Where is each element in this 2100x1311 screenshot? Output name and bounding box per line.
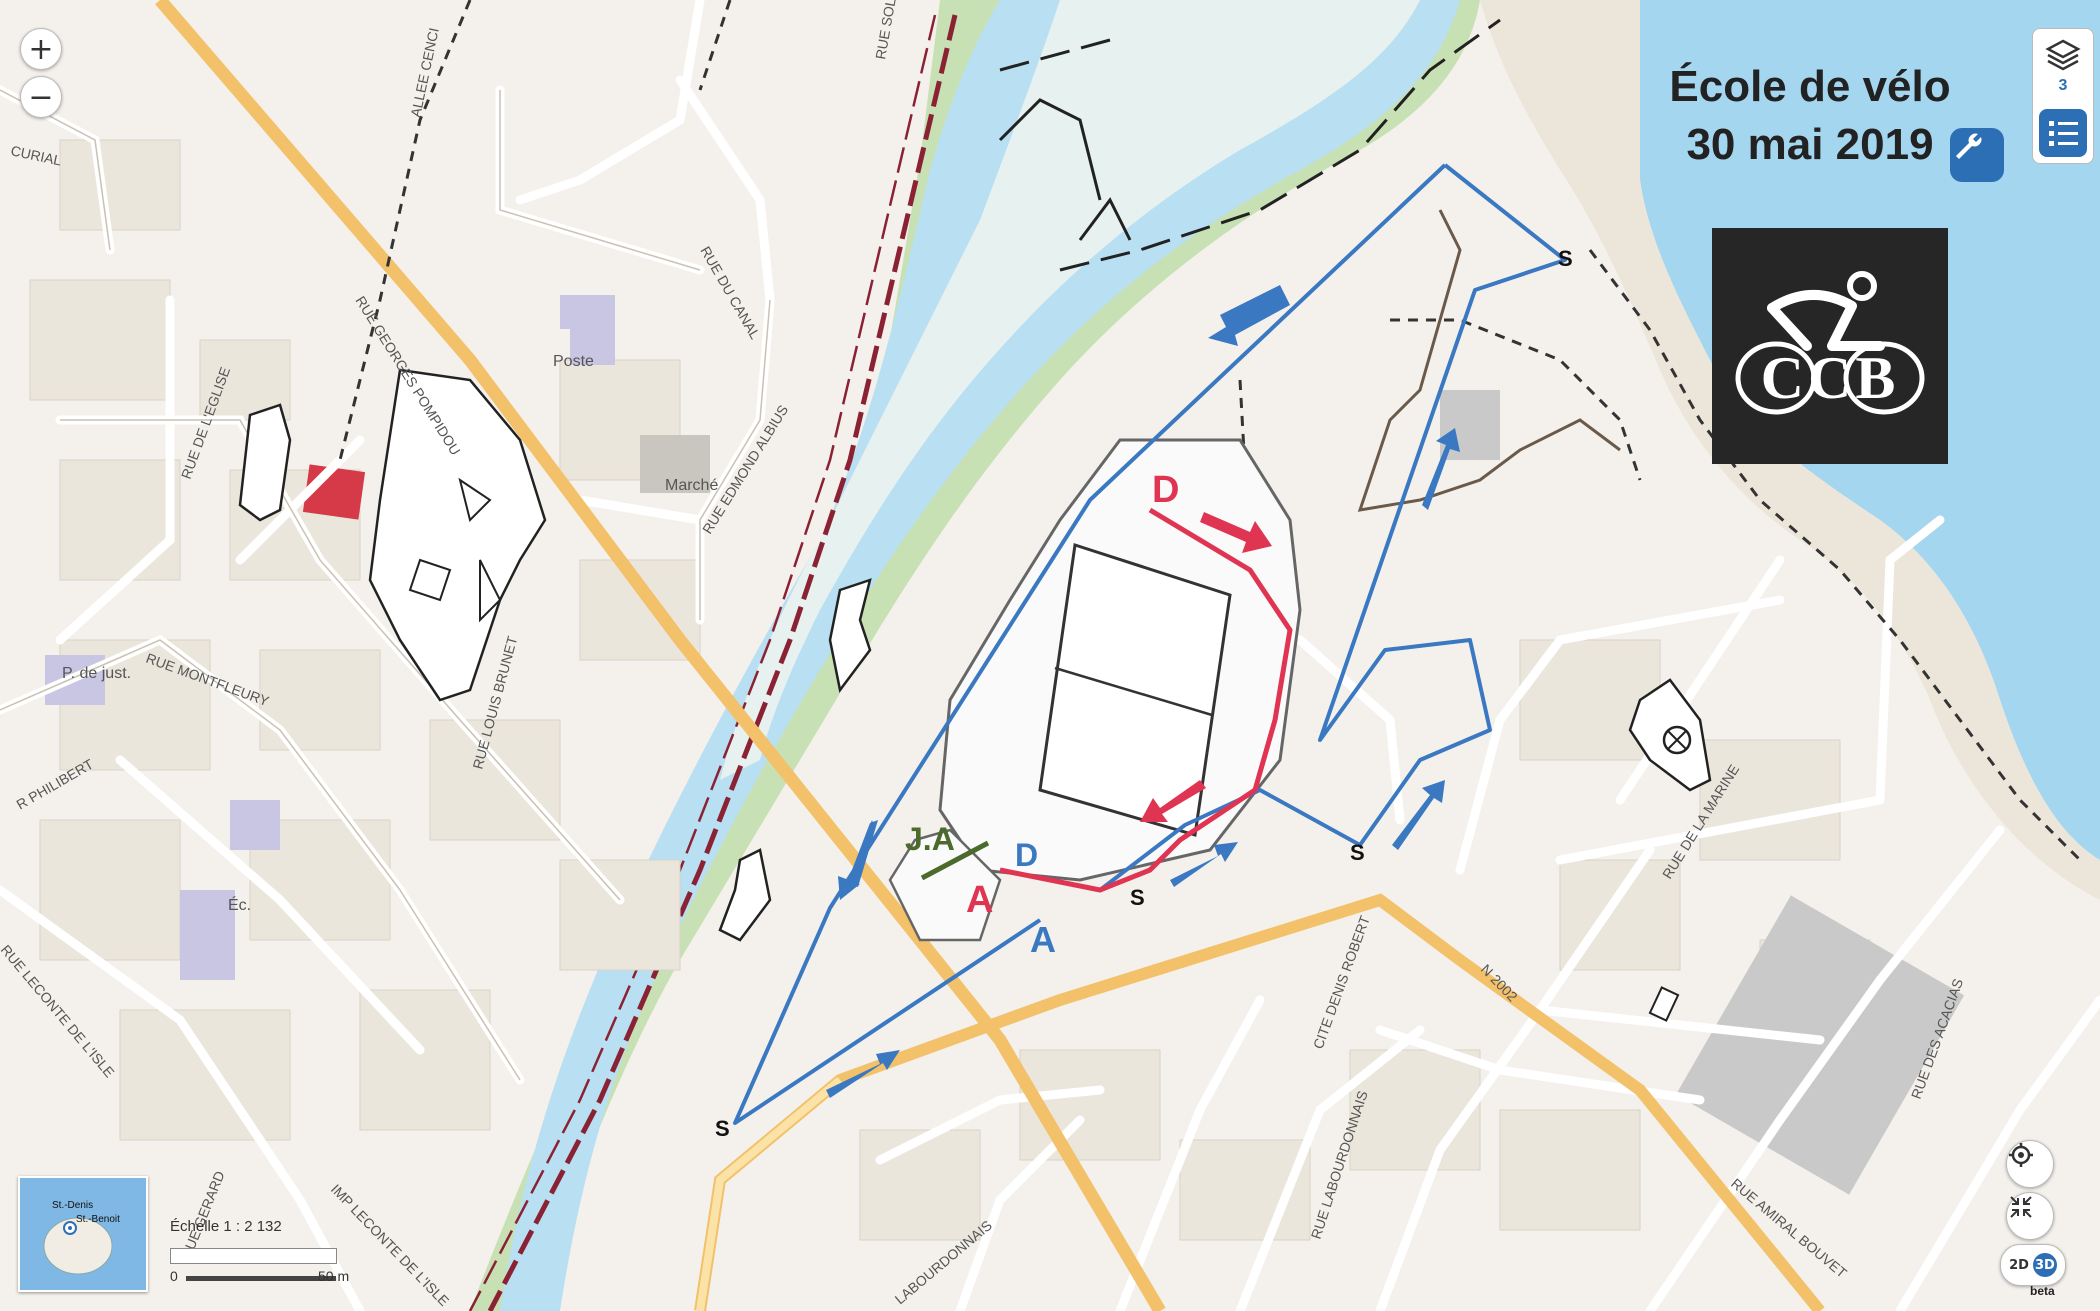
railway: [487, 14, 958, 1311]
minus-icon: −: [28, 79, 54, 115]
legend-list-button[interactable]: [2039, 109, 2087, 157]
street-curial: CURIAL: [9, 142, 63, 168]
logo-text: CCB: [1761, 345, 1900, 411]
brown-path: [1357, 209, 1621, 512]
scale-start: 0: [170, 1268, 178, 1284]
minimap-label-2: St.-Benoit: [76, 1214, 120, 1225]
red-arrow-1: [1200, 512, 1272, 553]
blue-arrow-1: [1208, 285, 1290, 346]
street-cite-robert: CITE DENIS ROBERT: [1310, 913, 1373, 1051]
red-arrow-2: [1140, 780, 1206, 822]
scale-label: Échelle 1 : 2 132: [170, 1218, 282, 1235]
scale-bar: [186, 1276, 336, 1281]
red-arrows: [1140, 512, 1272, 822]
map-title: École de vélo 30 mai 2019: [1640, 58, 1980, 174]
geolocate-button[interactable]: [2006, 1140, 2054, 1188]
ccb-logo: CCB: [1712, 228, 1948, 464]
fullscreen-button[interactable]: [2006, 1192, 2054, 1240]
layers-icon: [2045, 39, 2081, 71]
signal-label-1: S: [1558, 246, 1573, 271]
scale-bar-bg: [170, 1248, 337, 1264]
parking-lot: [1675, 895, 1965, 1195]
wrench-icon: [1956, 133, 1982, 159]
minimap-label-1: St.-Denis: [52, 1200, 93, 1211]
blue-arrow-2b: [847, 820, 878, 887]
red-finish-letter: A: [966, 879, 993, 921]
beta-badge: beta: [2030, 1284, 2055, 1298]
church-outline: [238, 403, 292, 522]
street-philibert: R PHILIBERT: [14, 755, 97, 812]
layers-panel[interactable]: 3: [2032, 28, 2094, 164]
red-course: [999, 507, 1293, 893]
blue-arrows: [826, 285, 1460, 1098]
signal-label-4: S: [715, 1116, 730, 1141]
blue-arrow-4: [1170, 842, 1238, 887]
island-map: St.-Denis St.-Benoit: [43, 1200, 120, 1275]
islet-2: [718, 848, 772, 942]
poi-poste: Poste: [553, 353, 594, 370]
title-line-2: 30 mai 2019: [1686, 120, 1934, 169]
mairie-outline: [368, 368, 547, 702]
plus-icon: +: [28, 31, 54, 67]
blue-arrow-2: [838, 820, 873, 900]
poi-justice: P. de just.: [62, 665, 131, 682]
judge-line: [920, 840, 990, 881]
blue-arrow-3: [826, 1050, 900, 1098]
signal-label-3: S: [1130, 885, 1145, 910]
poi-marche: Marché: [665, 477, 718, 494]
stadium-field: [1038, 543, 1232, 837]
river-dash-upper: [999, 38, 1111, 72]
zoom-out-button[interactable]: −: [20, 76, 62, 118]
cyclist-icon: CCB: [1735, 271, 1925, 415]
islet-1: [828, 578, 872, 693]
blue-arrow-5: [1392, 780, 1445, 850]
main-road-pompidou: [155, 0, 1166, 1311]
signal-label-2: S: [1350, 840, 1365, 865]
mode-2d-label[interactable]: 2D: [2009, 1257, 2029, 1273]
zoom-in-button[interactable]: +: [20, 28, 62, 70]
street-allee-cenci: ALLEE CENCI: [407, 26, 442, 118]
view-mode-toggle[interactable]: 2D 3D: [2000, 1244, 2066, 1286]
collapse-arrows-icon: [2010, 1196, 2032, 1218]
river-dash-curve: [1059, 18, 1501, 272]
red-start-letter: D: [1152, 469, 1179, 511]
scale-end: 50 m: [318, 1268, 350, 1284]
blue-arrow-6: [1422, 428, 1460, 510]
judge-label: J.A: [905, 821, 955, 857]
mode-3d-label[interactable]: 3D: [2032, 1253, 2057, 1277]
sandbar: [720, 0, 1420, 780]
overview-minimap[interactable]: St.-Denis St.-Benoit: [18, 1176, 148, 1292]
tools-button[interactable]: [1950, 128, 2004, 182]
street-soleil: RUE SOLEIL: [872, 0, 902, 61]
title-line-1: École de vélo: [1669, 62, 1951, 111]
blue-finish-letter: A: [1030, 919, 1056, 960]
blue-start-letter: D: [1015, 837, 1038, 873]
poi-ecole: Éc.: [228, 895, 251, 914]
crosshair-icon: [2009, 1143, 2033, 1167]
grey-market: [640, 435, 710, 493]
street-edmond-albius: RUE EDMOND ALBIUS: [699, 402, 791, 536]
beach-area: [1480, 0, 2100, 900]
list-icon: [2049, 121, 2078, 146]
street-canal: RUE DU CANAL: [697, 244, 763, 342]
paddock: [888, 828, 1002, 942]
layers-count: 3: [2058, 77, 2068, 94]
